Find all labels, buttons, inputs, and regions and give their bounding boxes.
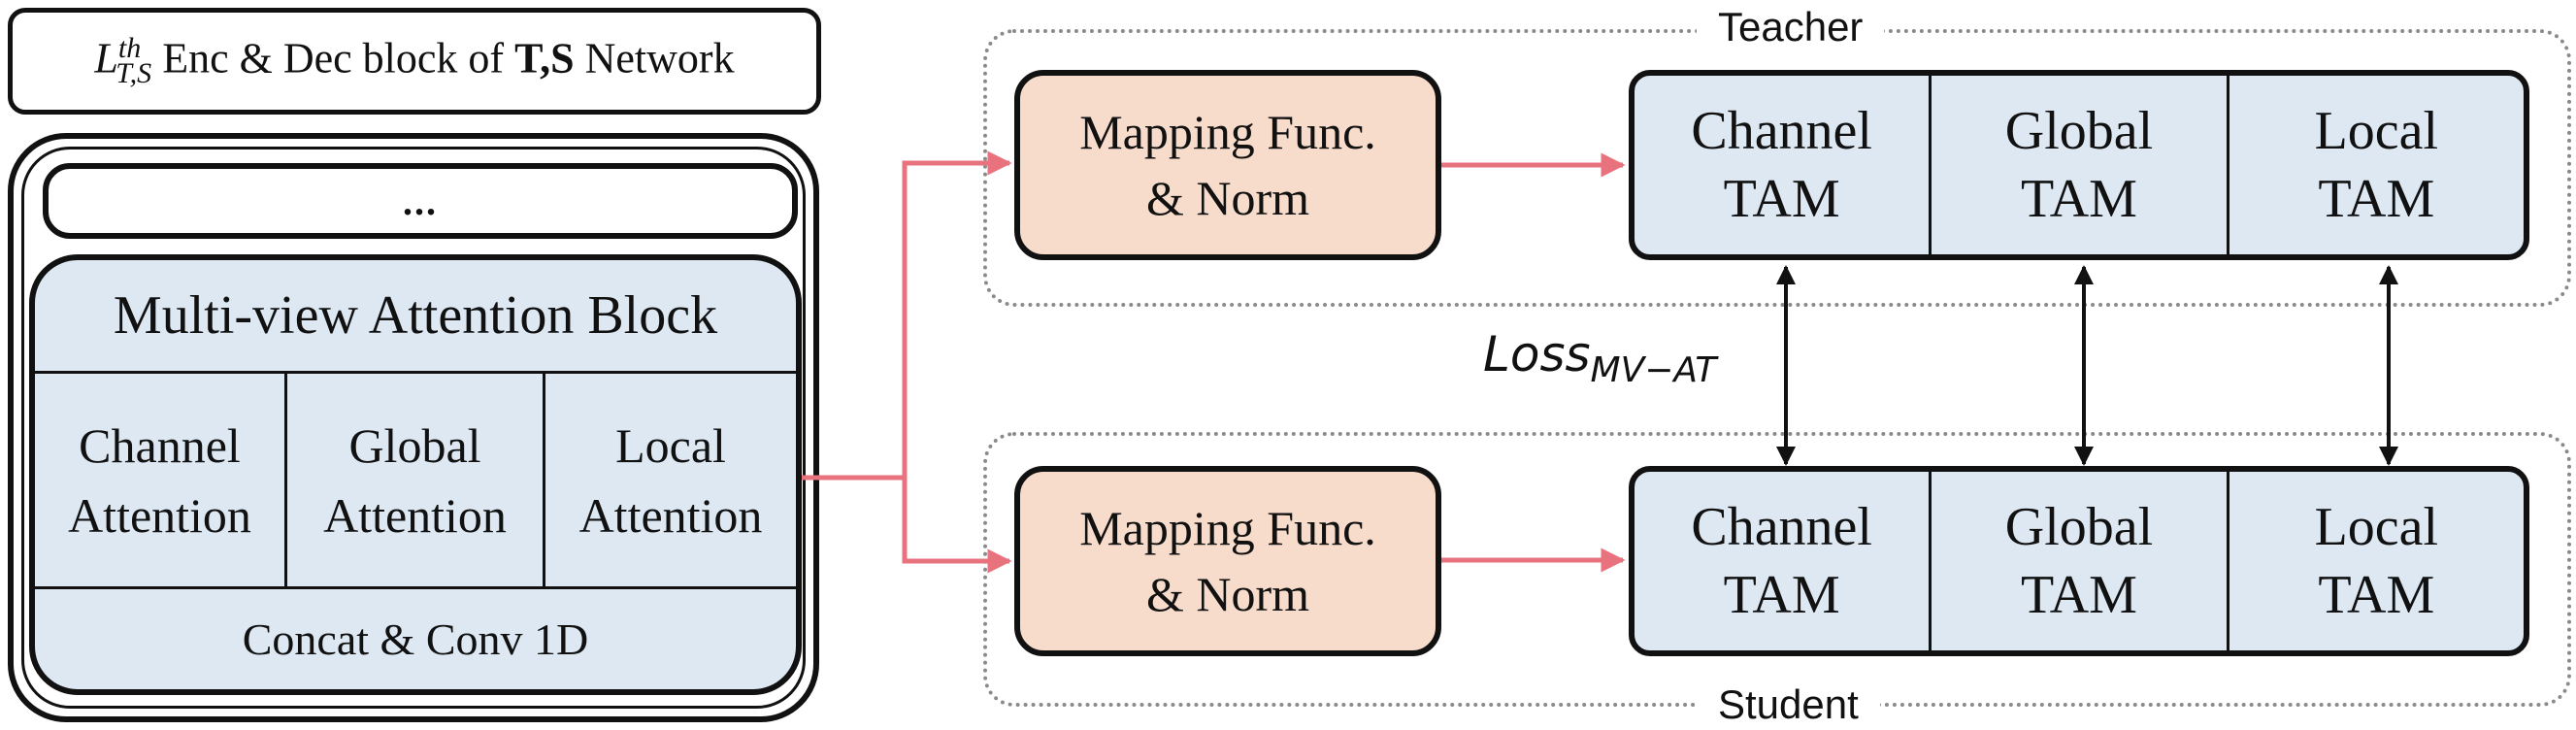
cell-line: Global [348,417,481,473]
tam-line: TAM [2021,565,2137,625]
mapping-line: & Norm [1145,171,1310,225]
global-attention-cell: Global Attention [287,374,543,586]
title-text-after: Network [574,34,735,83]
mva-title: Multi-view Attention Block [113,285,718,346]
title-superscript: th [117,32,142,65]
tam-line: TAM [1723,565,1840,625]
tam-line: Local [2314,497,2439,557]
tam-line: Global [2004,101,2154,161]
loss-subscript: MV−AT [1590,350,1717,390]
teacher-mapping-box: Mapping Func. & Norm [1014,70,1441,260]
divider [35,371,796,374]
loss-main: Loss [1483,326,1591,382]
ellipsis-text: ... [403,179,438,223]
block-title: LthT,S Enc & Dec block of T,S Network [94,32,734,89]
multi-view-attention-block: Channel Attention Global Attention Local… [29,254,802,695]
tam-line: Channel [1691,101,1872,161]
divider [543,371,545,588]
concat-conv-label: Concat & Conv 1D [242,614,589,664]
block-title-box: LthT,S Enc & Dec block of T,S Network [8,8,821,115]
teacher-label: Teacher [1697,4,1885,50]
cell-line: Channel [79,417,241,473]
tam-line: TAM [1723,169,1840,229]
cell-line: Attention [68,487,251,543]
divider [35,586,796,589]
cell-line: Local [615,417,726,473]
student-mapping-box: Mapping Func. & Norm [1014,466,1441,656]
cell-line: Attention [578,487,763,543]
mapping-line: & Norm [1145,567,1310,621]
student-label: Student [1697,681,1880,728]
ellipsis-block: ... [43,163,798,239]
enc-dec-block [8,133,819,722]
title-variable: L [94,34,118,83]
channel-attention-cell: Channel Attention [35,374,284,586]
title-bold-text: T,S [514,34,575,83]
tam-line: TAM [2021,169,2137,229]
mapping-line: Mapping Func. [1079,501,1376,555]
arrow-split-to-student-mapping [902,478,1012,574]
mapping-line: Mapping Func. [1079,105,1376,159]
tam-line: TAM [2318,169,2435,229]
local-attention-cell: Local Attention [545,374,796,586]
cell-line: Attention [323,487,507,543]
loss-label: LossMV−AT [1483,326,1716,390]
title-text-before: Enc & Dec block of [151,34,515,83]
arrow-split-to-teacher-mapping [902,150,1012,478]
tam-line: Local [2314,101,2439,161]
title-subscript: T,S [116,56,152,89]
tam-line: TAM [2318,565,2435,625]
tam-line: Channel [1691,497,1872,557]
tam-line: Global [2004,497,2154,557]
divider [284,371,287,588]
enc-dec-inner-border [21,147,806,709]
